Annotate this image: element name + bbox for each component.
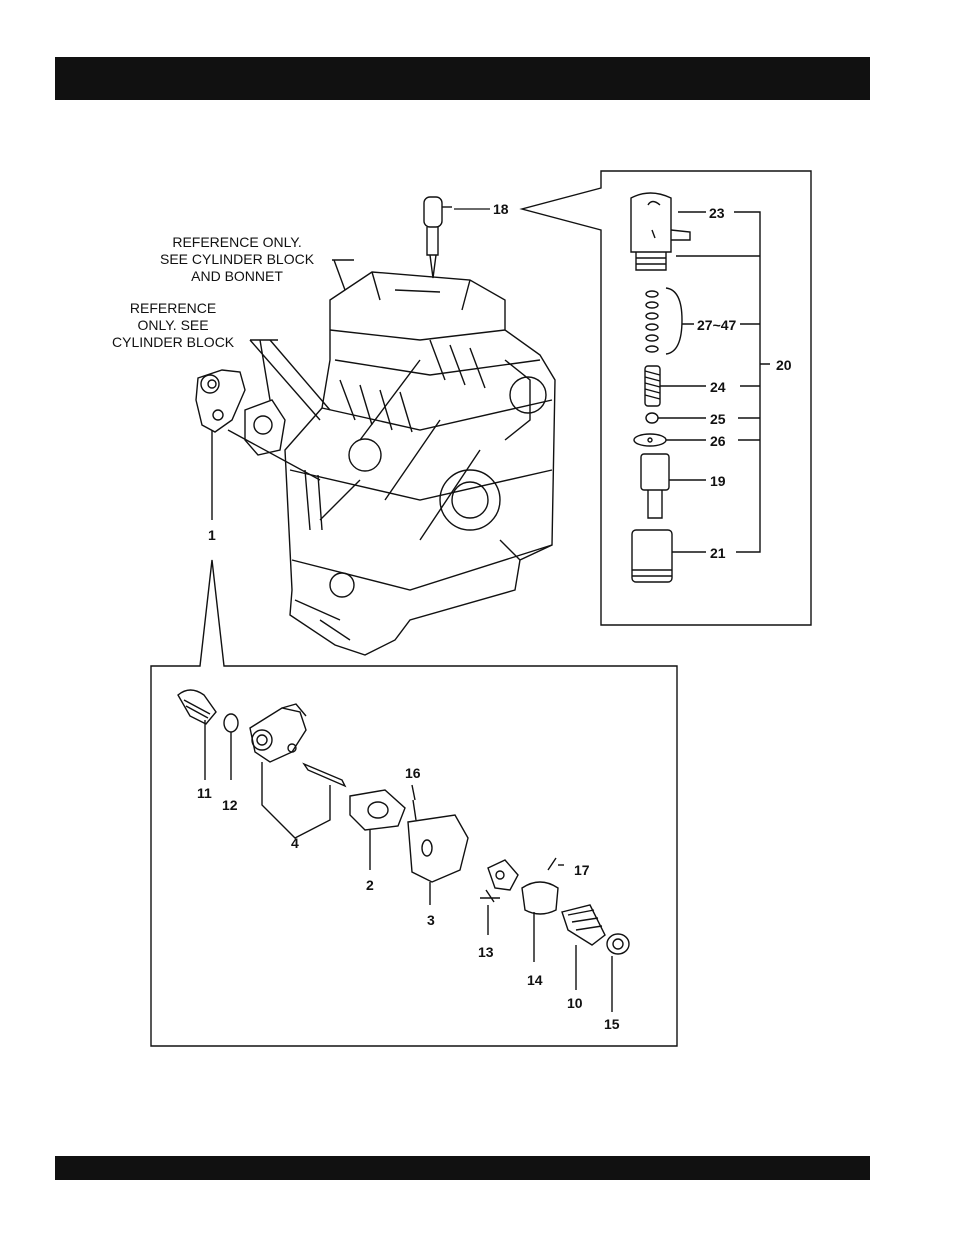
sleeve-14 [522, 882, 558, 962]
distance-piece [634, 434, 666, 446]
callout-3: 3 [427, 912, 435, 928]
callout-13: 13 [478, 944, 494, 960]
callout-24: 24 [710, 379, 726, 395]
callout-26: 26 [710, 433, 726, 449]
lever-13 [480, 860, 518, 935]
plug-11 [178, 690, 216, 780]
nozzle [641, 454, 669, 518]
callout-27-47: 27~47 [697, 317, 737, 333]
plate-3 [408, 815, 468, 905]
nozzle-holder-body [631, 193, 690, 270]
gasket-2 [350, 790, 405, 870]
engine-block-drawing [285, 272, 555, 655]
pin-17 [548, 858, 556, 870]
callout-15: 15 [604, 1016, 620, 1032]
callout-25: 25 [710, 411, 726, 427]
callout-19: 19 [710, 473, 726, 489]
governor-housing-reference [196, 260, 354, 480]
spring-detail [645, 366, 660, 406]
callout-16: 16 [405, 765, 421, 781]
callout-10: 10 [567, 995, 583, 1011]
callout-1: 1 [208, 527, 216, 543]
callout-11: 11 [197, 785, 212, 801]
callout-17: 17 [574, 862, 590, 878]
callout-2: 2 [366, 877, 374, 893]
callout-20: 20 [776, 357, 792, 373]
o-ring-12 [224, 714, 238, 780]
injector-detail-frame [522, 171, 811, 625]
callout-14: 14 [527, 972, 543, 988]
retaining-nut [632, 530, 672, 582]
callout-23: 23 [709, 205, 725, 221]
callout-12: 12 [222, 797, 238, 813]
spring-10 [562, 905, 605, 990]
callout-18: 18 [493, 201, 509, 217]
governor-housing-4 [250, 704, 345, 838]
injector-assembly [424, 197, 490, 278]
washer-15 [607, 934, 629, 1012]
callout-4: 4 [291, 835, 299, 851]
pin-16 [412, 785, 416, 820]
callout-21: 21 [710, 545, 726, 561]
spring-seat [646, 413, 658, 423]
shim-stack [646, 288, 682, 354]
